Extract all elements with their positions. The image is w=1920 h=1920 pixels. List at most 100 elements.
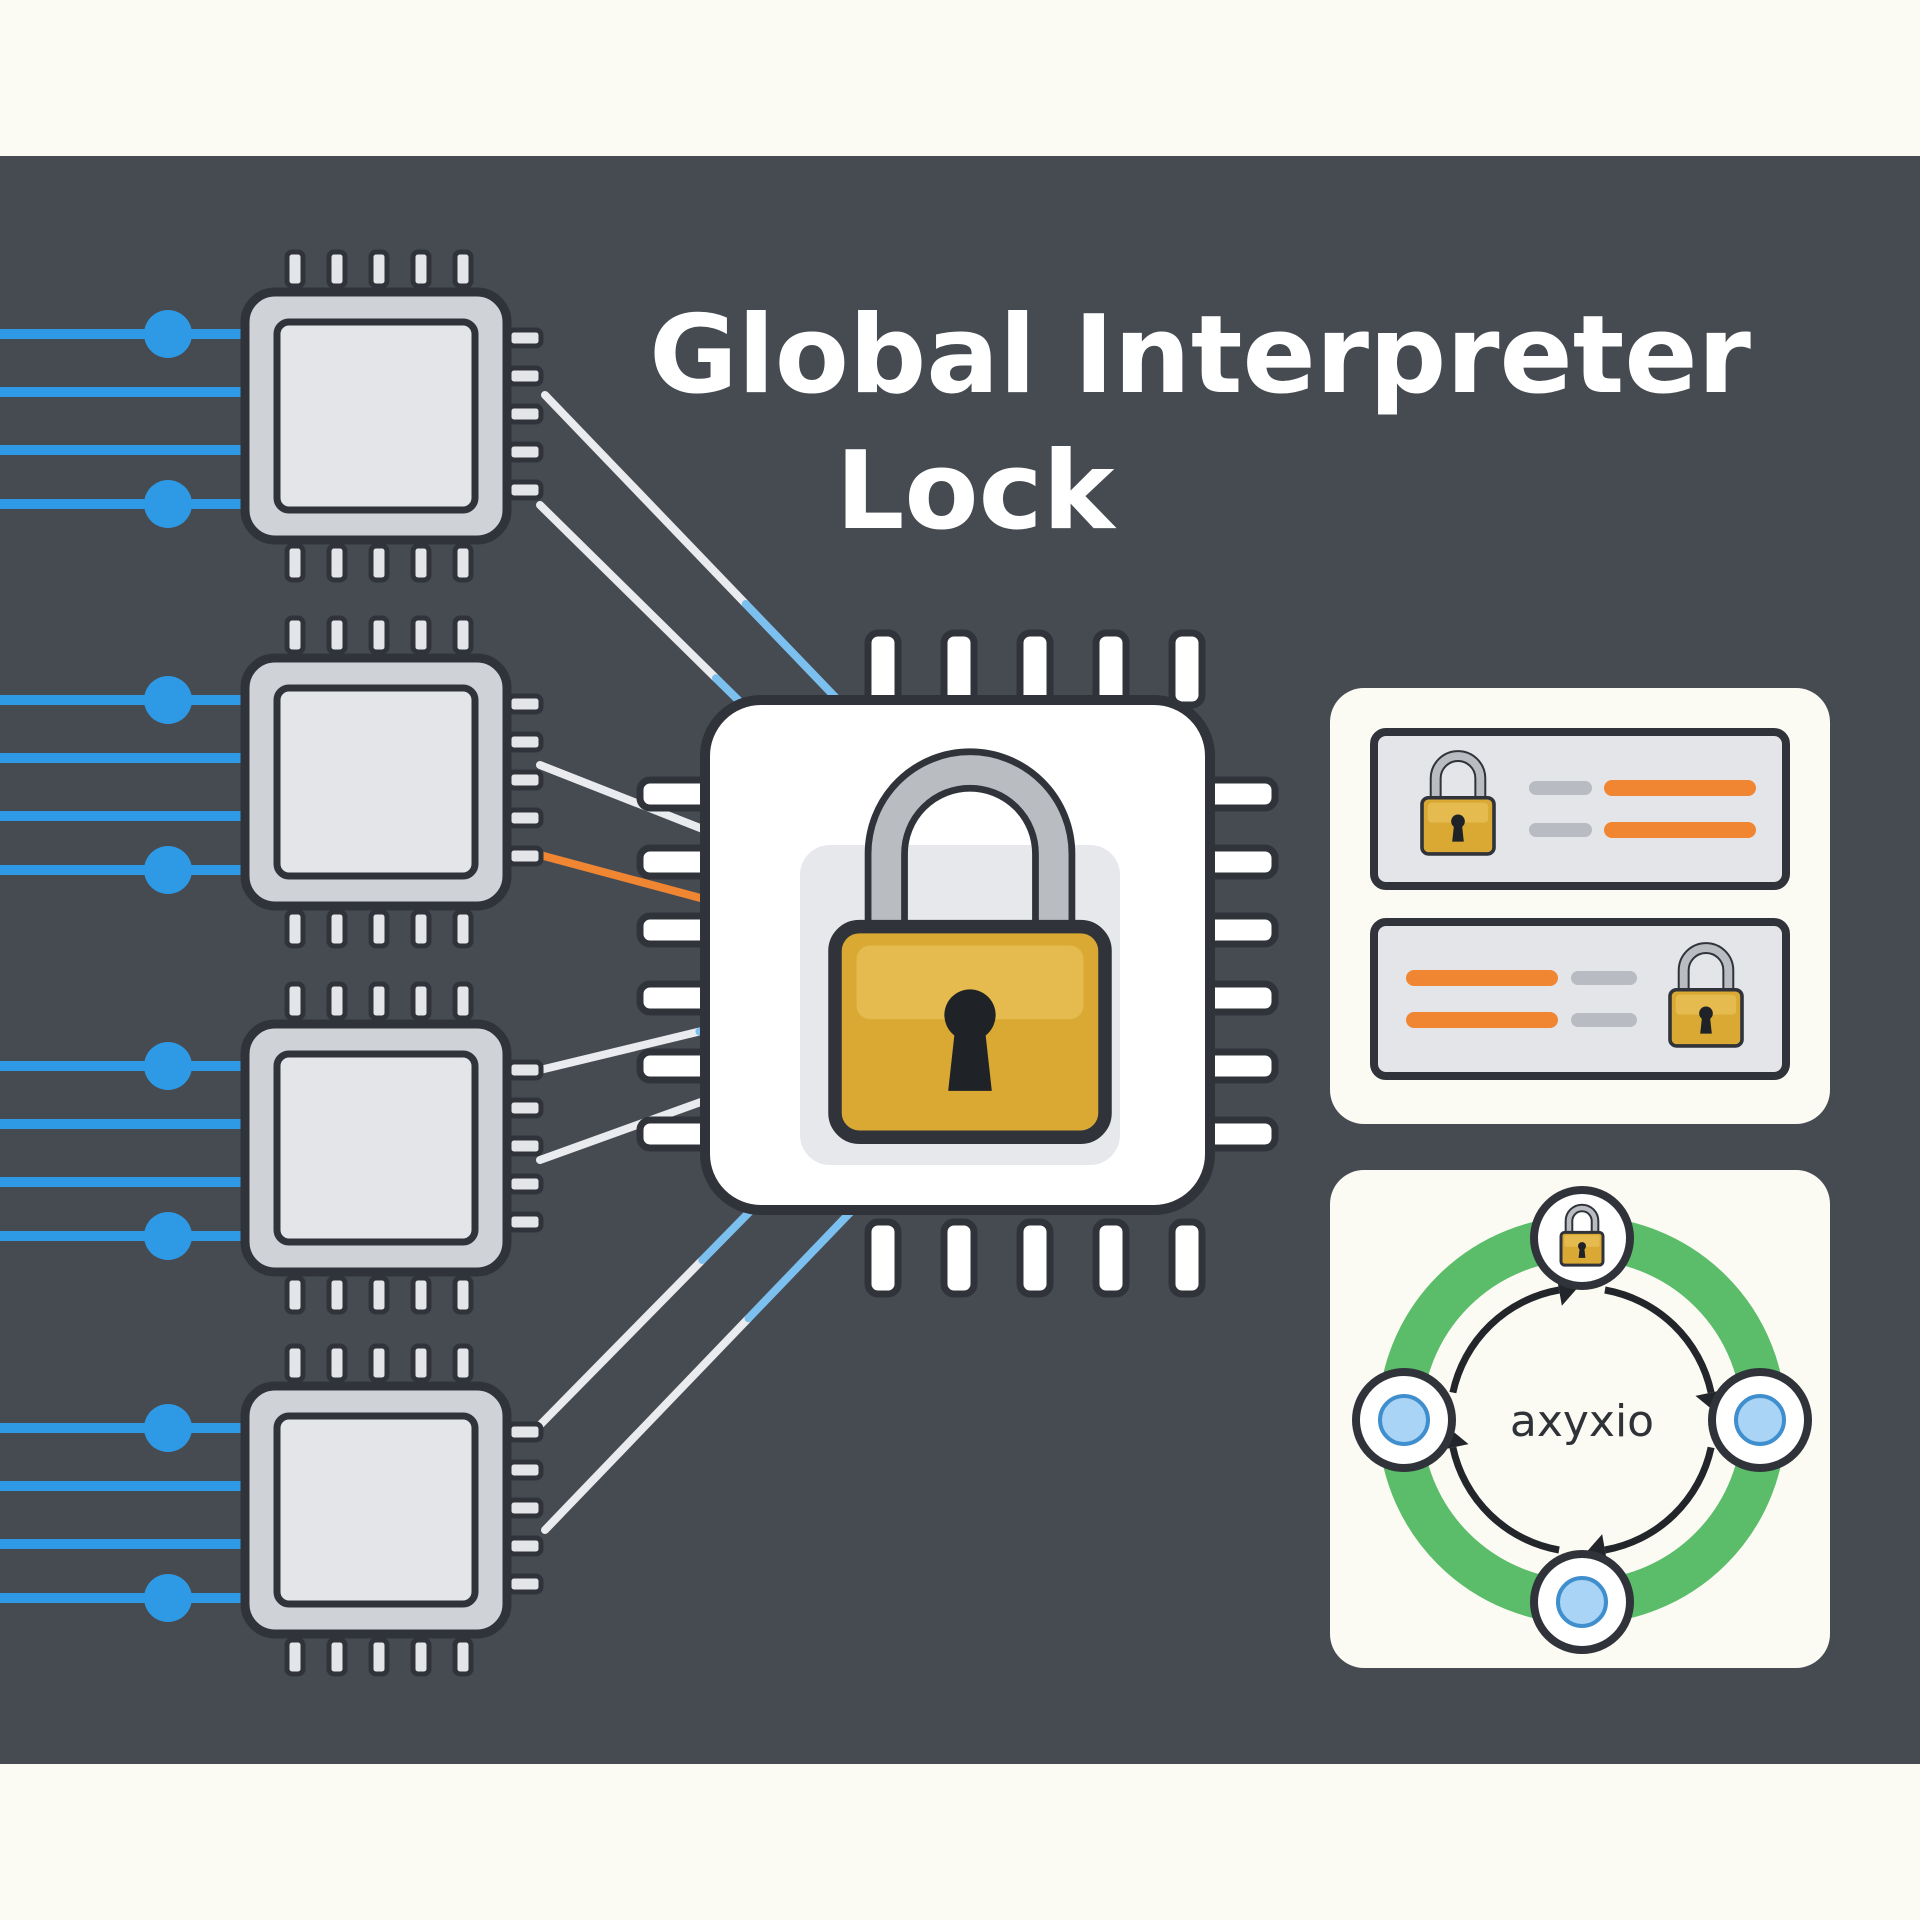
chip-pin [410,543,432,583]
chip-core [273,1050,479,1246]
chip-pin [452,1275,474,1315]
chip-pin [1201,912,1279,948]
chip-pin [1168,629,1206,709]
chip-pin [284,909,306,949]
padlock-icon [1559,1203,1605,1267]
cpu-chip-icon [240,1343,544,1677]
central-padlock-icon [828,748,1112,1144]
chip-pin [368,543,390,583]
connection-line [541,391,750,608]
chip-pin [452,1637,474,1677]
chip-pin [1201,1048,1279,1084]
connection-line [541,1314,753,1534]
connection-line [536,501,720,683]
thread-node [144,1404,192,1452]
padlock-shackle [871,755,1069,953]
keyhole-bottom [948,1021,992,1091]
chip-pin [284,249,306,289]
chip-pin [1092,1218,1130,1298]
chip-pin [506,1535,544,1557]
chip-pin [506,1135,544,1157]
title-line-1: Global Interpreter [649,293,1751,418]
chip-pin [284,1343,306,1383]
chip-pin [368,615,390,655]
chip-pin [636,980,714,1016]
connection-line [536,1027,704,1074]
padlock-icon [1420,750,1496,856]
chip-pin [506,1421,544,1443]
chip-pin [410,1637,432,1677]
thread-queue-card [1330,688,1830,1124]
cycle-arrow-icon [1352,1186,1812,1654]
keyhole-bottom [1578,1247,1586,1258]
thread-row-1 [1370,728,1790,890]
cycle-arrow [1604,1446,1715,1554]
chip-core [273,318,479,514]
chip-pin [1016,629,1054,709]
chip-pin [326,615,348,655]
chip-pin [506,1173,544,1195]
chip-pin [326,981,348,1021]
chip-pin [506,1497,544,1519]
connection-line [536,761,712,835]
chip-pin [506,327,544,349]
chip-pin [326,543,348,583]
cycle-arrow [1604,1286,1715,1394]
chip-pin [1201,776,1279,812]
cycle-arrow [1449,1446,1560,1554]
chip-pin [368,981,390,1021]
chip-pin [410,249,432,289]
chip-pin [506,769,544,791]
thread-node [144,480,192,528]
padlock-highlight [1427,802,1489,823]
keyhole-bottom [1452,823,1464,842]
chip-pin [506,807,544,829]
chip-pin [506,479,544,501]
cycle-node-dot [1734,1394,1786,1446]
chip-pin [368,249,390,289]
chip-pin [284,1637,306,1677]
chip-pin [284,1275,306,1315]
thread-lines [0,310,245,1622]
chip-pin [368,1275,390,1315]
thread-node [144,676,192,724]
thread-row-2 [1370,918,1790,1080]
chip-pin [506,731,544,753]
padlock-shackle [1679,944,1733,997]
chip-pin [506,403,544,425]
small-chips [240,249,544,1677]
chip-pin [506,845,544,867]
chip-pin [636,844,714,880]
chip-pin [284,981,306,1021]
chip-pin [636,1116,714,1152]
chip-pin [284,543,306,583]
thread-node [144,846,192,894]
chip-pin [368,1343,390,1383]
chip-pin [452,981,474,1021]
cpu-chip-icon [240,615,544,949]
padlock-icon [828,748,1112,1144]
chip-pin [452,909,474,949]
cycle-card: axyxio [1330,1170,1830,1668]
keyhole-bottom [1700,1015,1712,1034]
chip-pin [284,615,306,655]
connection-line [536,1256,707,1429]
cycle-arrow [1449,1286,1560,1394]
chip-pin [326,1275,348,1315]
chip-pin [506,1211,544,1233]
chip-pin [326,909,348,949]
chip-pin [452,1343,474,1383]
chip-pin [940,1218,978,1298]
cycle-node-dot [1378,1394,1430,1446]
chip-pin [506,1059,544,1081]
chip-pin [864,1218,902,1298]
chip-pin [1201,980,1279,1016]
chip-core [273,684,479,880]
padlock-shackle [1431,752,1485,805]
cycle-node-dot [1556,1576,1608,1628]
chip-pin [506,441,544,463]
chip-pin [410,1343,432,1383]
chip-pin [452,249,474,289]
padlock-icon [1668,942,1744,1048]
